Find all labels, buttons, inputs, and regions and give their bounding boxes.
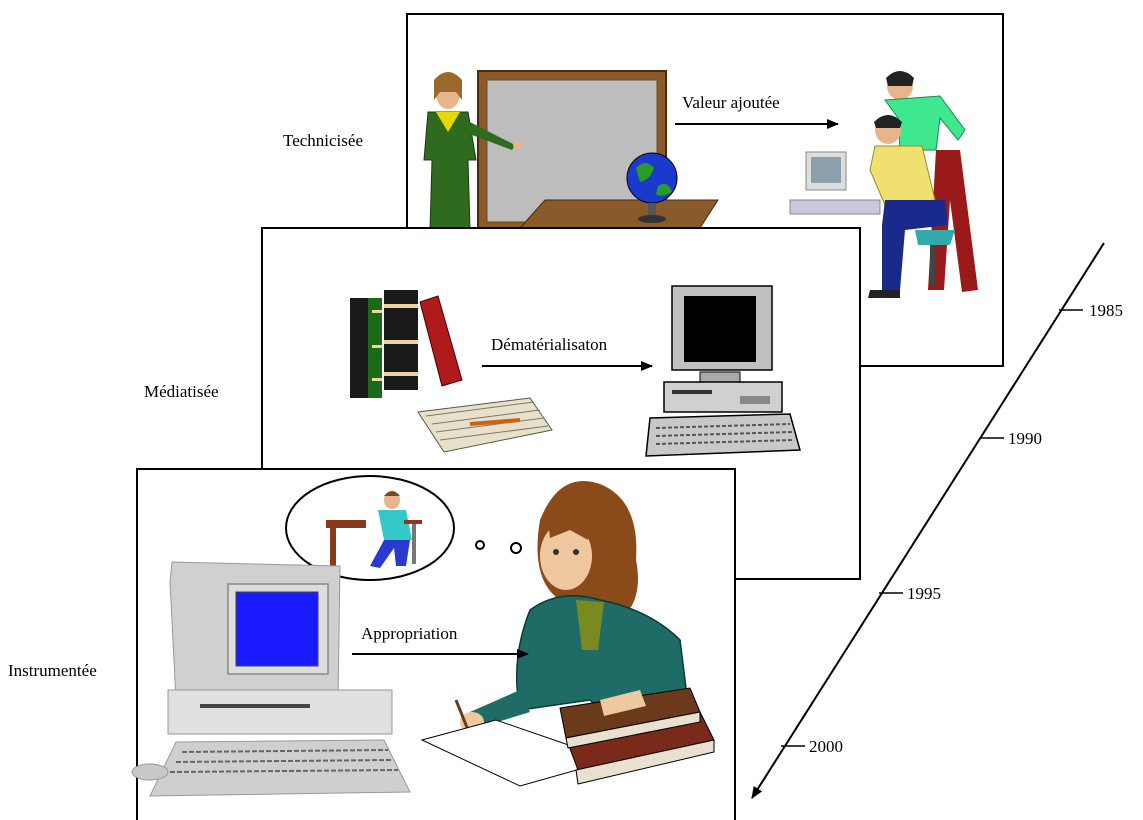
stage-label-mediatisee: Médiatisée [144,382,219,401]
desktop-computer-icon [645,285,801,457]
timeline-label-2000: 2000 [809,737,843,756]
desktop-computer-icon [131,561,411,797]
teacher-at-blackboard-icon [423,70,719,232]
panel-instrumentee: Appropriation [131,468,736,820]
stage-label-technicisee: Technicisée [283,131,363,150]
timeline-label-1985: 1985 [1089,301,1123,320]
globe-icon [626,152,678,223]
people-at-computer-icon [789,71,978,298]
woman-writing-icon [420,480,715,787]
arrow-label-appropriation: Appropriation [361,624,458,643]
arrow-label-valeur-ajoutee: Valeur ajoutée [682,93,780,112]
timeline-label-1990: 1990 [1008,429,1042,448]
arrow-label-dematerialisaton: Dématérialisaton [491,335,608,354]
timeline: 1985 1990 1995 2000 [751,242,1123,799]
timeline-axis [751,242,1105,799]
stage-label-instrumentee: Instrumentée [8,661,97,680]
notepad-pencil-icon [417,397,553,453]
books-icon [350,290,463,398]
panel-technicisee: Valeur ajoutée [406,13,1004,367]
thought-bubble-icon [285,475,522,581]
timeline-label-1995: 1995 [907,584,941,603]
